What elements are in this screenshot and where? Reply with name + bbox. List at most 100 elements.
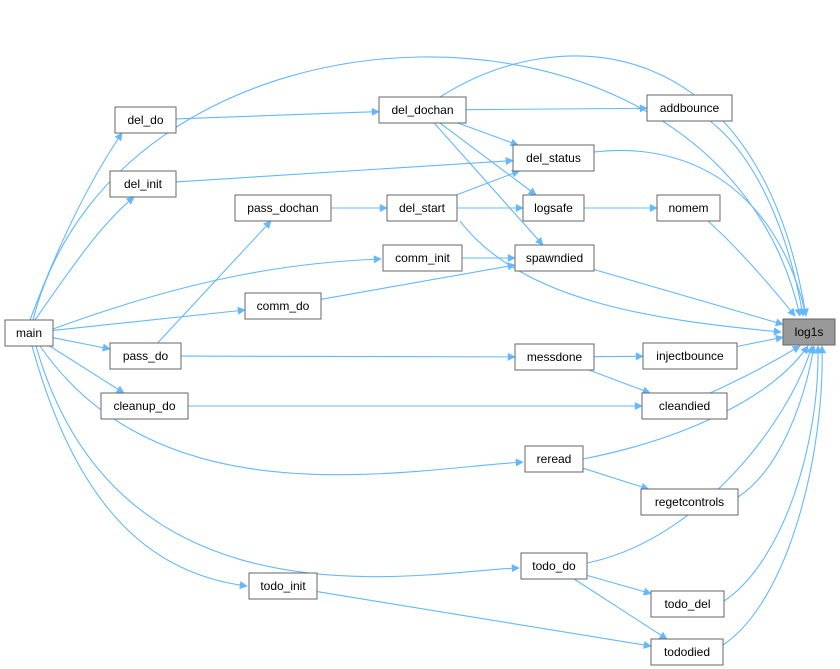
node-label: messdone: [527, 350, 583, 364]
node-box[interactable]: [524, 445, 584, 473]
node-label: addbounce: [660, 101, 720, 115]
edge-todo-init-to-tododied: [316, 591, 652, 649]
node-del-start[interactable]: del_start: [386, 194, 458, 222]
node-box[interactable]: [520, 552, 588, 580]
node-spawndied[interactable]: spawndied: [514, 244, 595, 272]
node-label: logsafe: [534, 201, 573, 215]
edge-del-dochan-to-del-status: [457, 122, 519, 147]
edge-del-dochan-to-log1s: [439, 55, 809, 317]
edge-del-dochan-to-spawndied: [433, 122, 544, 246]
node-label: del_dochan: [391, 103, 453, 117]
edge-del-dochan-to-logsafe: [439, 122, 537, 196]
node-box[interactable]: [4, 319, 54, 347]
node-box[interactable]: [782, 318, 836, 346]
node-box[interactable]: [640, 488, 739, 516]
node-box[interactable]: [512, 144, 595, 172]
node-label: tododied: [664, 645, 710, 659]
edge-main-to-reread: [39, 345, 524, 476]
edge-messdone-to-cleandied: [588, 369, 651, 395]
edge-del-init-to-del-status: [175, 157, 514, 183]
node-log1s[interactable]: log1s: [782, 318, 836, 346]
edge-main-to-log1s: [32, 56, 803, 321]
edge-main-to-comm-do: [52, 306, 246, 331]
edge-main-to-todo-init: [31, 345, 248, 590]
node-box[interactable]: [646, 94, 733, 122]
edge-del-status-to-log1s: [593, 150, 809, 317]
node-box[interactable]: [248, 572, 318, 600]
node-del-status[interactable]: del_status: [512, 144, 595, 172]
node-label: del_start: [399, 201, 446, 215]
edge-main-to-pass-do: [52, 337, 111, 352]
node-comm-init[interactable]: comm_init: [382, 244, 463, 272]
node-comm-do[interactable]: comm_do: [244, 292, 322, 320]
node-injectbounce[interactable]: injectbounce: [642, 342, 738, 370]
node-box[interactable]: [514, 343, 595, 371]
node-box[interactable]: [514, 244, 595, 272]
node-todo-do[interactable]: todo_do: [520, 552, 588, 580]
edge-del-do-to-del-dochan: [175, 107, 380, 120]
node-box[interactable]: [650, 638, 724, 666]
edge-del-start-to-del-status: [456, 169, 521, 196]
node-box[interactable]: [234, 194, 332, 222]
node-label: log1s: [795, 325, 824, 339]
node-label: comm_do: [257, 299, 310, 313]
edge-todo-del-to-log1s: [723, 345, 823, 602]
edge-comm-do-to-spawndied: [320, 262, 516, 300]
node-box[interactable]: [522, 194, 585, 222]
edge-reread-to-regetcontrols: [582, 467, 650, 491]
node-cleandied[interactable]: cleandied: [641, 392, 728, 420]
node-label: spawndied: [526, 251, 583, 265]
edge-del-dochan-to-addbounce: [465, 104, 648, 113]
node-box[interactable]: [109, 170, 177, 198]
edge-main-to-todo-do: [35, 345, 520, 578]
node-box[interactable]: [386, 194, 458, 222]
node-box[interactable]: [656, 194, 721, 222]
edge-nomem-to-log1s: [707, 220, 796, 317]
node-del-init[interactable]: del_init: [109, 170, 177, 198]
node-logsafe[interactable]: logsafe: [522, 194, 585, 222]
node-label: del_do: [127, 113, 163, 127]
node-box[interactable]: [100, 392, 189, 420]
node-box[interactable]: [642, 342, 738, 370]
node-nomem[interactable]: nomem: [656, 194, 721, 222]
node-label: cleandied: [659, 399, 710, 413]
edge-spawndied-to-log1s: [593, 268, 784, 327]
node-cleanup-do[interactable]: cleanup_do: [100, 392, 189, 420]
node-box[interactable]: [109, 342, 182, 370]
node-label: cleanup_do: [113, 399, 175, 413]
node-label: reread: [537, 452, 572, 466]
node-box[interactable]: [650, 590, 725, 618]
edge-main-to-del-init: [34, 196, 135, 321]
node-pass-dochan[interactable]: pass_dochan: [234, 194, 332, 222]
node-label: todo_init: [260, 579, 306, 593]
node-todo-init[interactable]: todo_init: [248, 572, 318, 600]
node-label: pass_do: [123, 349, 169, 363]
node-label: todo_del: [664, 597, 710, 611]
edge-layer: [29, 55, 827, 649]
node-label: nomem: [668, 201, 708, 215]
node-box[interactable]: [378, 96, 467, 124]
node-box[interactable]: [382, 244, 463, 272]
node-label: comm_init: [395, 251, 450, 265]
edge-main-to-comm-init: [52, 255, 382, 330]
node-pass-do[interactable]: pass_do: [109, 342, 182, 370]
node-addbounce[interactable]: addbounce: [646, 94, 733, 122]
node-main[interactable]: main: [4, 319, 54, 347]
node-todo-del[interactable]: todo_del: [650, 590, 725, 618]
node-box[interactable]: [114, 106, 177, 134]
edge-pass-do-to-messdone: [180, 352, 516, 361]
node-del-do[interactable]: del_do: [114, 106, 177, 134]
node-label: regetcontrols: [655, 495, 724, 509]
node-box[interactable]: [641, 392, 728, 420]
node-regetcontrols[interactable]: regetcontrols: [640, 488, 739, 516]
node-tododied[interactable]: tododied: [650, 638, 724, 666]
edge-main-to-cleanup-do: [49, 345, 125, 394]
node-reread[interactable]: reread: [524, 445, 584, 473]
edge-injectbounce-to-log1s: [736, 334, 784, 348]
node-del-dochan[interactable]: del_dochan: [378, 96, 467, 124]
node-messdone[interactable]: messdone: [514, 343, 595, 371]
node-box[interactable]: [244, 292, 322, 320]
edge-regetcontrols-to-log1s: [737, 345, 817, 498]
node-label: injectbounce: [656, 349, 724, 363]
